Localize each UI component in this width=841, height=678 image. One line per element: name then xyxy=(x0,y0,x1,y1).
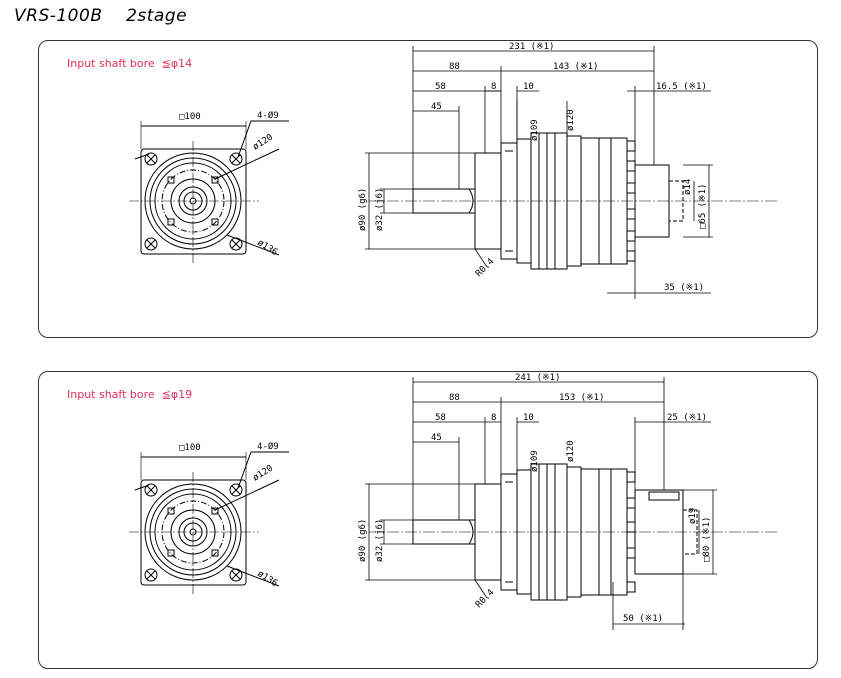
technical-drawing: □100 4-Ø9 ø120 ø136 241 (※1) 88 153 (※1)… xyxy=(129,373,779,630)
side-view xyxy=(369,463,779,601)
dim-outer: ø136 xyxy=(255,238,279,258)
dim-d109: ø109 xyxy=(530,119,540,141)
technical-drawing: □100 4-Ø9 ø120 ø136 231 (※1) 88 143 (※1)… xyxy=(129,42,779,299)
dim-d32: ø32 (j6) xyxy=(375,188,385,231)
dim-total: 241 (※1) xyxy=(515,373,560,383)
bore-label: Input shaft bore ≦φ19 xyxy=(67,388,193,401)
dim-d120: ø120 xyxy=(566,109,576,131)
dim-d90: ø90 (g6) xyxy=(358,188,368,231)
dim-d32: ø32 (j6) xyxy=(375,519,385,562)
dim-square: □100 xyxy=(179,443,201,453)
dim-153: 153 (※1) xyxy=(559,393,604,403)
dim-10: 10 xyxy=(523,82,534,92)
dim-total: 231 (※1) xyxy=(509,42,554,52)
dim-58: 58 xyxy=(435,82,446,92)
dim-radius: R0.4 xyxy=(474,588,496,610)
dim-holes: 4-Ø9 xyxy=(257,110,279,121)
dim-45: 45 xyxy=(431,433,442,443)
side-dimensions xyxy=(365,46,713,299)
dim-pcd: ø120 xyxy=(251,133,275,153)
dim-d120: ø120 xyxy=(566,440,576,462)
page-title: VRS-100B 2stage xyxy=(14,6,188,26)
dim-8: 8 xyxy=(491,413,496,423)
dim-45: 45 xyxy=(431,102,442,112)
dim-holes: 4-Ø9 xyxy=(257,441,279,452)
drawing-panel-1: Input shaft bore ≦φ14 xyxy=(38,40,818,338)
dim-143: 143 (※1) xyxy=(553,62,598,72)
bore-label: Input shaft bore ≦φ14 xyxy=(67,57,193,70)
dim-radius: R0.4 xyxy=(474,257,496,279)
dim-square-motor: □65 (※1) xyxy=(698,184,708,229)
drawing-panel-2: Input shaft bore ≦φ19 xyxy=(38,371,818,669)
dim-tail: 16.5 (※1) xyxy=(656,82,707,92)
side-view xyxy=(369,132,779,270)
dim-outer: ø136 xyxy=(255,569,279,589)
dim-bore: ø14 xyxy=(683,179,693,195)
dim-square-motor: □80 (※1) xyxy=(702,517,712,562)
dim-88: 88 xyxy=(449,393,460,403)
dim-square: □100 xyxy=(179,112,201,122)
front-view xyxy=(129,451,289,594)
dim-tail: 25 (※1) xyxy=(667,413,707,423)
dim-8: 8 xyxy=(491,82,496,92)
dim-d90: ø90 (g6) xyxy=(358,519,368,562)
dim-58: 58 xyxy=(435,413,446,423)
dim-10: 10 xyxy=(523,413,534,423)
dim-bottom: 50 (※1) xyxy=(623,614,663,624)
dim-88: 88 xyxy=(449,62,460,72)
dim-bore: ø19 xyxy=(688,508,698,524)
dim-d109: ø109 xyxy=(530,450,540,472)
dim-bottom: 35 (※1) xyxy=(664,283,704,293)
front-view xyxy=(129,120,289,263)
dim-pcd: ø120 xyxy=(251,464,275,484)
side-dimensions xyxy=(365,377,717,630)
